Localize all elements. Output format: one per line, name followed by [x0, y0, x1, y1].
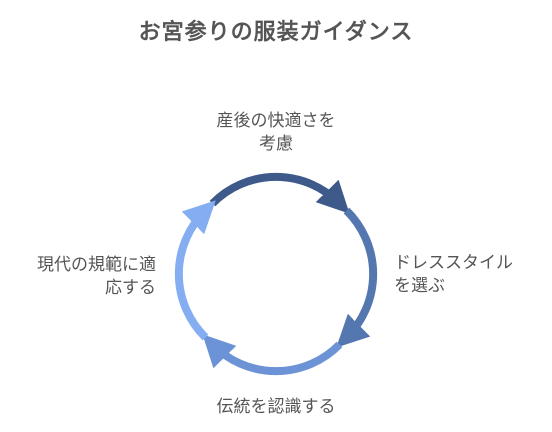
step-label-line: 考慮	[259, 134, 293, 154]
step-label-line: 伝統を認識する	[216, 397, 336, 417]
diagram-title: お宮参りの服装ガイダンス	[138, 20, 414, 45]
step-label-line: を選ぶ	[394, 276, 445, 296]
step-label-adapt-modern-norms: 現代の規範に適 応する	[0, 254, 156, 300]
step-label-recognize-tradition: 伝統を認識する	[176, 396, 376, 419]
step-label-line: 産後の快適さを	[216, 111, 336, 131]
step-label-choose-dress-style: ドレススタイル を選ぶ	[394, 252, 552, 298]
step-label-consider-postpartum-comfort: 産後の快適さを 考慮	[176, 110, 376, 156]
step-label-line: ドレススタイル	[394, 253, 513, 273]
cycle-arrow-2	[336, 207, 378, 348]
step-label-line: 現代の規範に適	[37, 255, 156, 275]
cycle-arrow-3	[202, 334, 343, 376]
cycle-arrow-4	[174, 200, 216, 341]
step-label-line: 応する	[105, 278, 156, 298]
cycle-arrow-1	[209, 172, 350, 214]
